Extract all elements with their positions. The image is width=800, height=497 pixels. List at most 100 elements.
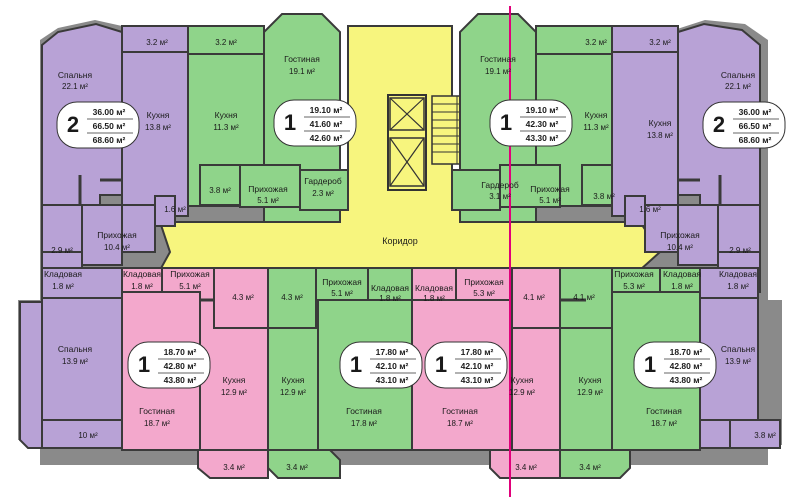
label-bp1-living: Гостиная <box>139 406 175 416</box>
svg-text:43.80 м²: 43.80 м² <box>164 375 197 385</box>
label-bp2-storage-area: 1.8 м² <box>423 294 445 303</box>
label-br-bedroom: Спальня <box>721 344 756 354</box>
label-bg1-kitchen-area: 12.9 м² <box>280 388 306 397</box>
label-bg2-kitchen-area: 12.9 м² <box>577 388 603 397</box>
label-tg-living: Гостиная <box>284 54 320 64</box>
label-bg1-hall-area: 5.1 м² <box>331 289 353 298</box>
svg-text:1: 1 <box>644 352 656 377</box>
svg-text:17.80 м²: 17.80 м² <box>376 347 409 357</box>
label-bg2-storage: Кладовая <box>663 269 701 279</box>
label-trp-bedroom: Спальня <box>721 70 756 80</box>
label-trp-balcony: 3.2 м² <box>649 38 671 47</box>
label-tg-bath: 3.8 м² <box>209 186 231 195</box>
svg-text:36.00 м²: 36.00 м² <box>739 107 772 117</box>
badge-bottom-pink-2: 1 17.80 м² 42.10 м² 43.10 м² <box>424 341 508 389</box>
label-bg1-storage: Кладовая <box>371 283 409 293</box>
label-corridor: Коридор <box>382 236 418 246</box>
label-tg-kitchen-area: 11.3 м² <box>213 123 239 132</box>
label-tl-bath: 1.6 м² <box>164 205 186 214</box>
label-bp2-balcony: 3.4 м² <box>515 463 537 472</box>
svg-text:66.50 м²: 66.50 м² <box>739 121 772 131</box>
label-bp1-hall-area: 5.1 м² <box>179 282 201 291</box>
svg-text:43.10 м²: 43.10 м² <box>376 375 409 385</box>
label-br-bedroom-area: 13.9 м² <box>725 357 751 366</box>
apartment-bottom-right[interactable] <box>699 267 781 449</box>
label-tl-balcony: 3.2 м² <box>146 38 168 47</box>
label-bg1-kitchen: Кухня <box>282 375 305 385</box>
label-bg2-storage-area: 1.8 м² <box>671 282 693 291</box>
label-br-storage: Кладовая <box>719 269 757 279</box>
label-bp1-storage: Кладовая <box>123 269 161 279</box>
label-bp1-kitchen-area: 12.9 м² <box>221 388 247 397</box>
badge-bottom-green-1: 1 17.80 м² 42.10 м² 43.10 м² <box>339 341 423 389</box>
label-bg1-living: Гостиная <box>346 406 382 416</box>
label-trp-hall: Прихожая <box>660 230 700 240</box>
label-bp2-kitchen-area: 12.9 м² <box>509 388 535 397</box>
label-tr-balcony: 3.2 м² <box>585 38 607 47</box>
svg-text:2: 2 <box>713 112 725 137</box>
svg-text:43.10 м²: 43.10 м² <box>461 375 494 385</box>
label-tr-hall: Прихожая <box>530 184 570 194</box>
badge-top-green-left: 1 19.10 м² 41.60 м² 42.60 м² <box>273 99 357 147</box>
label-bl-bedroom-area: 13.9 м² <box>62 357 88 366</box>
label-tl-hall-area: 10.4 м² <box>104 243 130 252</box>
label-tr-kitchen-area: 11.3 м² <box>583 123 609 132</box>
svg-text:42.80 м²: 42.80 м² <box>670 361 703 371</box>
badge-top-green-right: 1 19.10 м² 42.30 м² 43.30 м² <box>489 99 573 147</box>
label-trp-kitchen: Кухня <box>649 118 672 128</box>
svg-text:19.10 м²: 19.10 м² <box>526 105 559 115</box>
label-trp-wc: 2.9 м² <box>729 246 751 255</box>
label-bp2-storage: Кладовая <box>415 283 453 293</box>
svg-text:1: 1 <box>284 110 296 135</box>
room-labels: 3.2 м² Спальня 22.1 м² Кухня 13.8 м² 1.6… <box>44 38 776 472</box>
label-bg2-living-area: 18.7 м² <box>651 419 677 428</box>
label-tg-wardrobe-area: 2.3 м² <box>312 189 334 198</box>
svg-text:42.60 м²: 42.60 м² <box>310 133 343 143</box>
label-bp2-kitchen: Кухня <box>511 375 534 385</box>
label-tr-living: Гостиная <box>480 54 516 64</box>
label-bp2-living: Гостиная <box>442 406 478 416</box>
label-tl-bedroom: Спальня <box>58 70 93 80</box>
label-trp-bath: 1.6 м² <box>639 205 661 214</box>
svg-text:43.80 м²: 43.80 м² <box>670 375 703 385</box>
svg-text:1: 1 <box>138 352 150 377</box>
apartment-bottom-left[interactable] <box>19 267 123 449</box>
svg-text:1: 1 <box>435 352 447 377</box>
label-tl-bedroom-area: 22.1 м² <box>62 82 88 91</box>
label-br-balcony: 3.8 м² <box>754 431 776 440</box>
label-trp-kitchen-area: 13.8 м² <box>647 131 673 140</box>
svg-text:66.50 м²: 66.50 м² <box>93 121 126 131</box>
label-bg1-storage-area: 1.8 м² <box>379 294 401 303</box>
svg-text:18.70 м²: 18.70 м² <box>164 347 197 357</box>
label-bg1-bath: 4.3 м² <box>281 293 303 302</box>
label-tl-kitchen: Кухня <box>147 110 170 120</box>
label-bp1-balcony: 3.4 м² <box>223 463 245 472</box>
label-tg-wardrobe: Гардероб <box>304 176 342 186</box>
area-badges: 2 36.00 м² 66.50 м² 68.60 м² 1 19.10 м² … <box>56 99 786 389</box>
svg-text:36.00 м²: 36.00 м² <box>93 107 126 117</box>
svg-text:41.60 м²: 41.60 м² <box>310 119 343 129</box>
label-tg-kitchen: Кухня <box>215 110 238 120</box>
svg-text:68.60 м²: 68.60 м² <box>739 135 772 145</box>
badge-top-right: 2 36.00 м² 66.50 м² 68.60 м² <box>702 101 786 149</box>
svg-text:1: 1 <box>350 352 362 377</box>
svg-text:18.70 м²: 18.70 м² <box>670 347 703 357</box>
svg-text:42.10 м²: 42.10 м² <box>376 361 409 371</box>
label-bg2-bath: 4.1 м² <box>573 293 595 302</box>
label-tr-hall-area: 5.1 м² <box>539 196 561 205</box>
label-bp1-living-area: 18.7 м² <box>144 419 170 428</box>
label-bp2-hall-area: 5.3 м² <box>473 289 495 298</box>
label-tr-bath: 3.8 м² <box>593 192 615 201</box>
label-bp1-bath: 4.3 м² <box>232 293 254 302</box>
label-bg2-kitchen: Кухня <box>579 375 602 385</box>
label-tg-balcony: 3.2 м² <box>215 38 237 47</box>
label-bp1-storage-area: 1.8 м² <box>131 282 153 291</box>
label-trp-bedroom-area: 22.1 м² <box>725 82 751 91</box>
badge-bottom-pink-1: 1 18.70 м² 42.80 м² 43.80 м² <box>127 341 211 389</box>
badge-bottom-green-2: 1 18.70 м² 42.80 м² 43.80 м² <box>633 341 717 389</box>
svg-text:42.30 м²: 42.30 м² <box>526 119 559 129</box>
label-bp1-kitchen: Кухня <box>223 375 246 385</box>
svg-text:19.10 м²: 19.10 м² <box>310 105 343 115</box>
label-tl-wc: 2.9 м² <box>51 246 73 255</box>
